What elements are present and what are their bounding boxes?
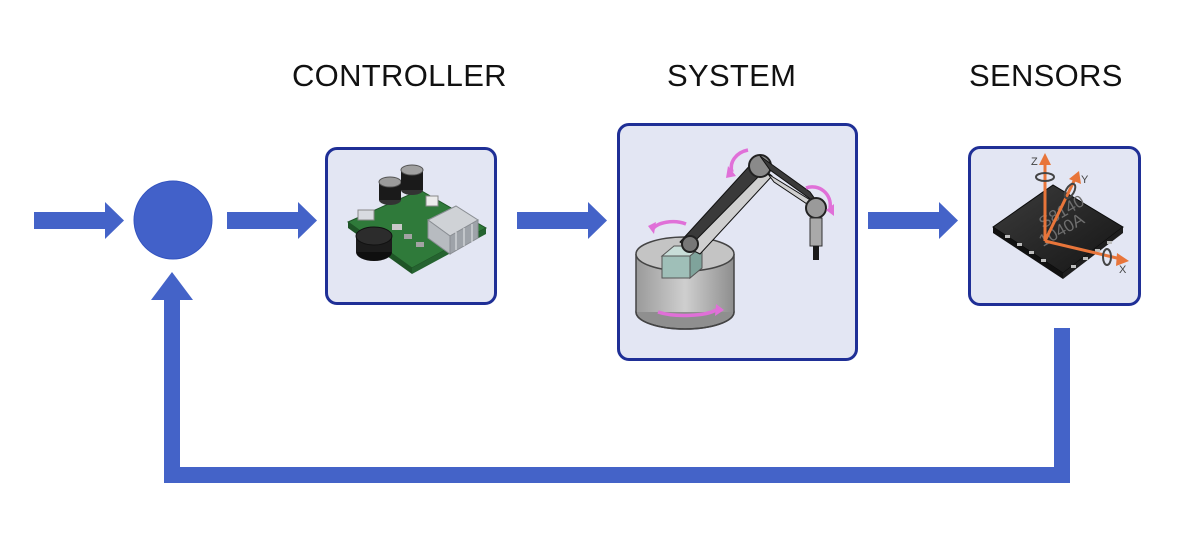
axis-label-y: Y xyxy=(1081,174,1089,186)
sensors-box: S8140 1040A Z Y X xyxy=(968,146,1141,306)
controller-box xyxy=(325,147,497,305)
junction-to-controller-arrow xyxy=(227,202,317,239)
controller-to-system-arrow xyxy=(517,202,607,239)
axis-label-x: X xyxy=(1119,264,1127,276)
robot-arm-icon xyxy=(635,148,834,330)
system-label: SYSTEM xyxy=(667,58,797,93)
system-to-sensors-arrow xyxy=(868,202,958,239)
summing-junction xyxy=(133,180,213,260)
feedback-path xyxy=(151,272,1070,483)
input-arrow xyxy=(34,202,124,239)
imu-sensor-chip-icon: S8140 1040A Z Y X xyxy=(992,153,1129,279)
motor-speed-controller-board-icon xyxy=(347,164,488,274)
sensors-label: SENSORS xyxy=(969,58,1123,93)
axis-label-z: Z xyxy=(1031,156,1038,168)
system-box xyxy=(617,123,858,361)
controller-label: CONTROLLER xyxy=(292,58,507,93)
